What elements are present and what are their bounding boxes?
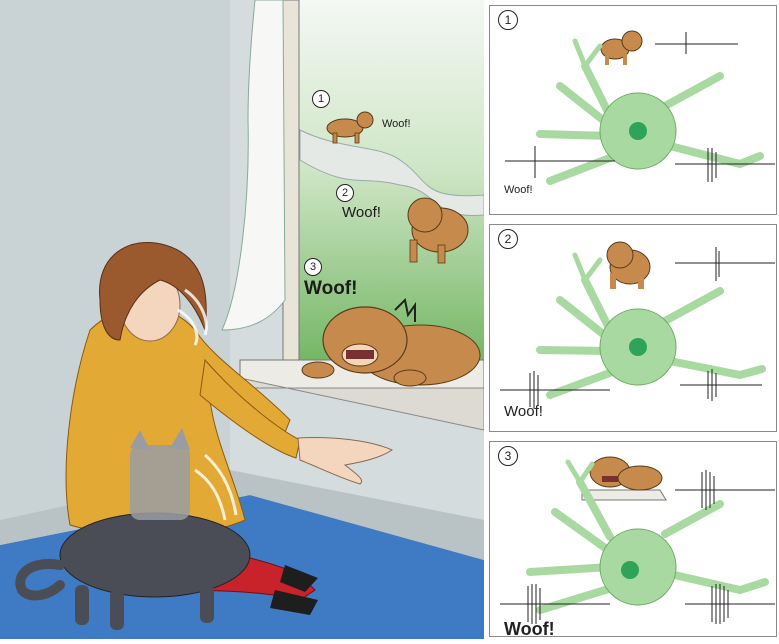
panel-2-neuron [540, 255, 762, 395]
neuron-panel-2: 2 Woof! [489, 224, 777, 432]
panel-2-woof: Woof! [504, 403, 543, 420]
scene-artwork [0, 0, 484, 639]
panel-3-woof: Woof! [504, 620, 555, 637]
scene-woof-2: Woof! [342, 204, 381, 221]
neuron-panel-1: 1 Woof! [489, 5, 777, 215]
scene-woof-1: Woof! [382, 118, 411, 130]
scene-number-3: 3 [304, 258, 322, 276]
panel-1-number: 1 [498, 10, 518, 30]
panel-3-dog-icon [582, 457, 666, 500]
panel-1-woof: Woof! [504, 184, 533, 196]
panel-2-trace-top [675, 247, 775, 281]
panel-3-number: 3 [498, 446, 518, 466]
panel-3-artwork [490, 442, 777, 637]
panel-1-neuron [540, 41, 760, 181]
scene-illustration: 1 Woof! 2 Woof! 3 Woof! [0, 0, 484, 639]
scene-number-1: 1 [312, 90, 330, 108]
panel-2-number: 2 [498, 229, 518, 249]
panel-1-dog-icon [601, 31, 642, 65]
panel-1-trace-top [655, 32, 738, 54]
panel-2-dog-icon [607, 242, 650, 289]
scene-woof-3: Woof! [304, 278, 357, 300]
neuron-panel-3: 3 Woof! [489, 441, 777, 637]
scene-number-2: 2 [336, 184, 354, 202]
panel-2-artwork [490, 225, 777, 432]
panel-1-artwork [490, 6, 777, 215]
panel-3-trace-top [675, 470, 775, 510]
window-frame-left [283, 0, 299, 375]
